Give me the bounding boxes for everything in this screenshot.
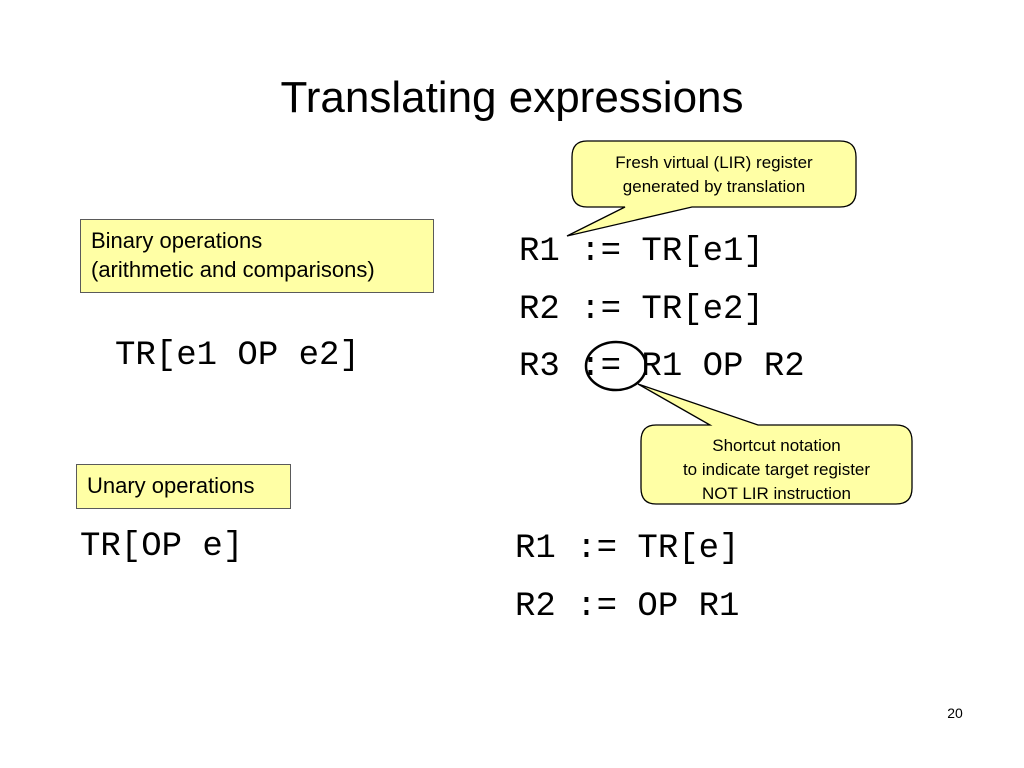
unary-operations-label: Unary operations (76, 464, 291, 509)
callout-fresh-line-1: Fresh virtual (LIR) register (615, 153, 813, 172)
callout-shortcut-line-2: to indicate target register (682, 460, 871, 479)
unary-translation-line-1: R1 := TR[e] (515, 530, 740, 568)
callout-shortcut-line-3: NOT LIR instruction (702, 484, 851, 503)
callout-fresh-register-bubble (566, 140, 857, 237)
callout-fresh-line-2: generated by translation (622, 177, 806, 196)
assignment-highlight-circle (584, 340, 648, 392)
callout-shortcut-notation-text: Shortcut notation to indicate target reg… (641, 434, 912, 506)
page-number: 20 (947, 705, 963, 721)
binary-operations-label: Binary operations (arithmetic and compar… (80, 219, 434, 293)
binary-translation-line-1: R1 := TR[e1] (519, 233, 764, 271)
callout-fresh-register-text: Fresh virtual (LIR) register generated b… (572, 151, 856, 199)
binary-translation-line-2: R2 := TR[e2] (519, 291, 764, 329)
unary-source-expression: TR[OP e] (80, 528, 244, 566)
binary-label-line-2: (arithmetic and comparisons) (91, 257, 375, 282)
unary-translation-line-2: R2 := OP R1 (515, 588, 740, 626)
unary-label-text: Unary operations (87, 473, 255, 498)
binary-translation-line-3: R3 := R1 OP R2 (519, 348, 805, 386)
binary-label-line-1: Binary operations (91, 228, 263, 253)
slide-title: Translating expressions (280, 73, 744, 122)
binary-source-expression: TR[e1 OP e2] (115, 337, 360, 375)
callout-shortcut-line-1: Shortcut notation (712, 436, 841, 455)
callout-shortcut-notation-bubble (637, 383, 913, 505)
